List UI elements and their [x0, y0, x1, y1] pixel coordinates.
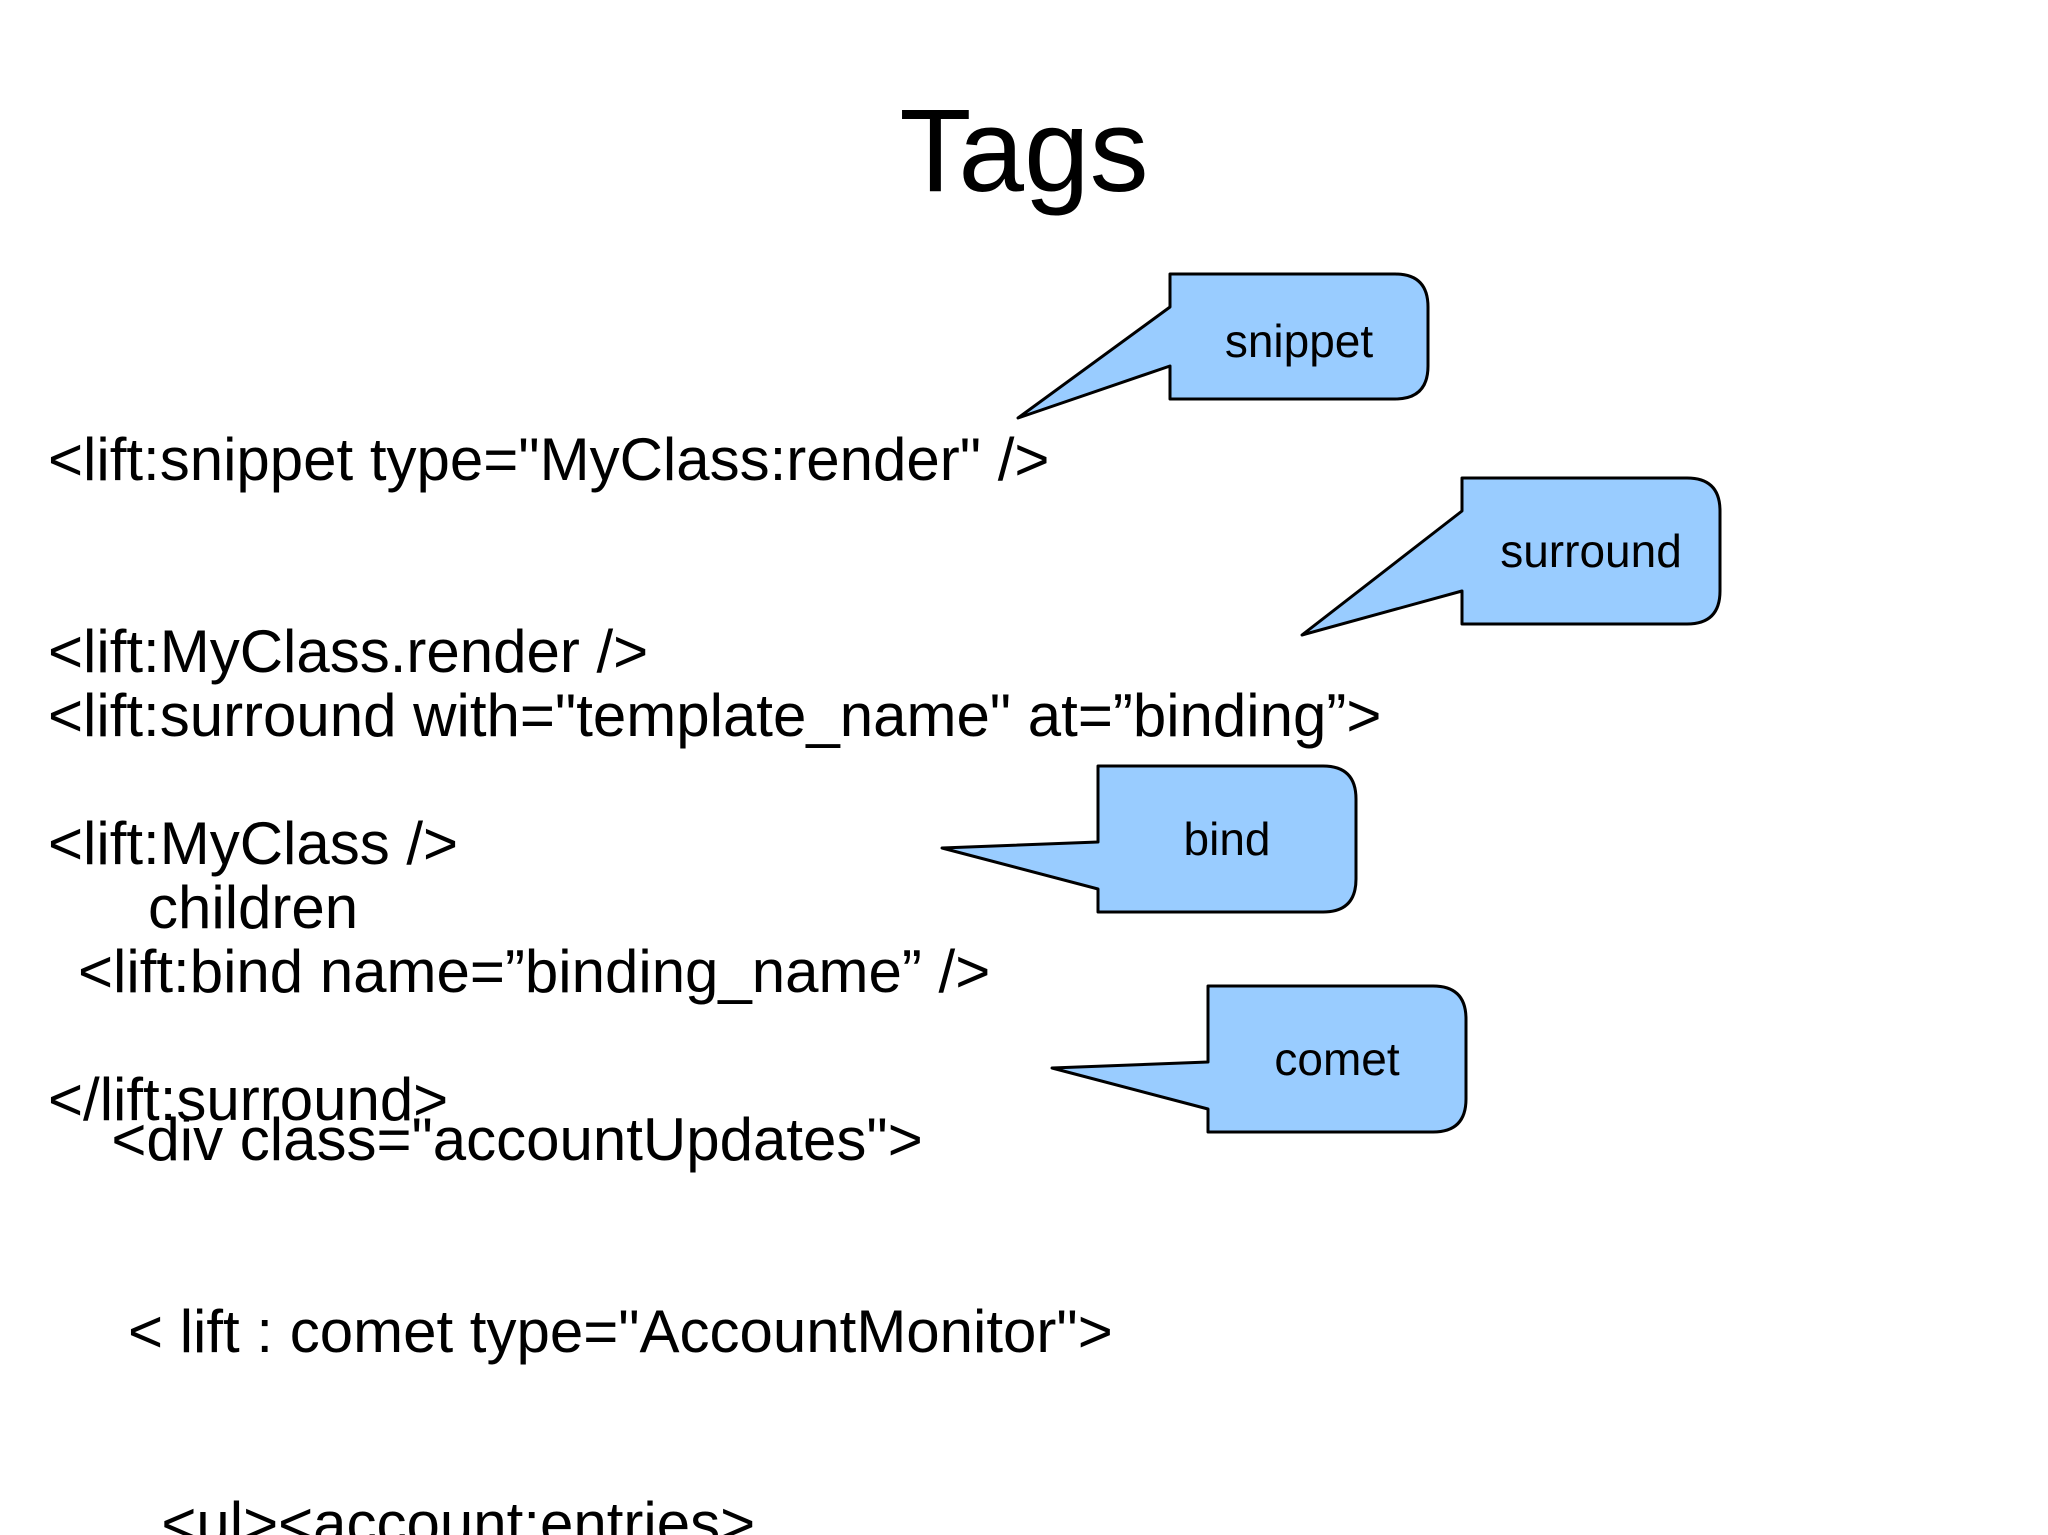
code-line: <lift:snippet type="MyClass:render" />	[48, 426, 1050, 493]
code-block-bind: <lift:bind name=”binding_name” />	[78, 812, 990, 1132]
code-line: </lift:surround>	[48, 1066, 449, 1133]
code-line: <lift:bind name=”binding_name” />	[78, 938, 991, 1005]
code-block-surround: <lift:surround with="template_name" at=”…	[48, 556, 1381, 1260]
code-line: <lift:surround with="template_name" at=”…	[48, 682, 1382, 749]
code-line: children	[48, 874, 359, 941]
speech-balloon-shape	[1016, 272, 1430, 420]
page-title: Tags	[899, 85, 1149, 217]
code-block-comet: <div class="accountUpdates"> < lift : co…	[78, 980, 1113, 1535]
callout-bubble-surround[interactable]: surround	[1294, 468, 1724, 658]
code-block-snippet: <lift:snippet type="MyClass:render" /> <…	[48, 300, 1049, 1004]
code-line: <lift:MyClass.render />	[48, 618, 649, 685]
code-line: <div class="accountUpdates">	[78, 1106, 923, 1173]
code-line: <ul><account:entries>	[78, 1490, 756, 1535]
callout-bubble-comet[interactable]: comet	[1040, 978, 1480, 1153]
speech-balloon-shape	[1300, 476, 1722, 637]
callout-bubble-snippet[interactable]: snippet	[1010, 248, 1440, 438]
code-line: < lift : comet type="AccountMonitor">	[78, 1298, 1113, 1365]
speech-balloon-shape	[1050, 984, 1468, 1134]
callout-bubble-bind[interactable]: bind	[930, 758, 1370, 933]
speech-balloon-shape	[940, 764, 1358, 914]
code-line: <lift:MyClass />	[48, 810, 459, 877]
